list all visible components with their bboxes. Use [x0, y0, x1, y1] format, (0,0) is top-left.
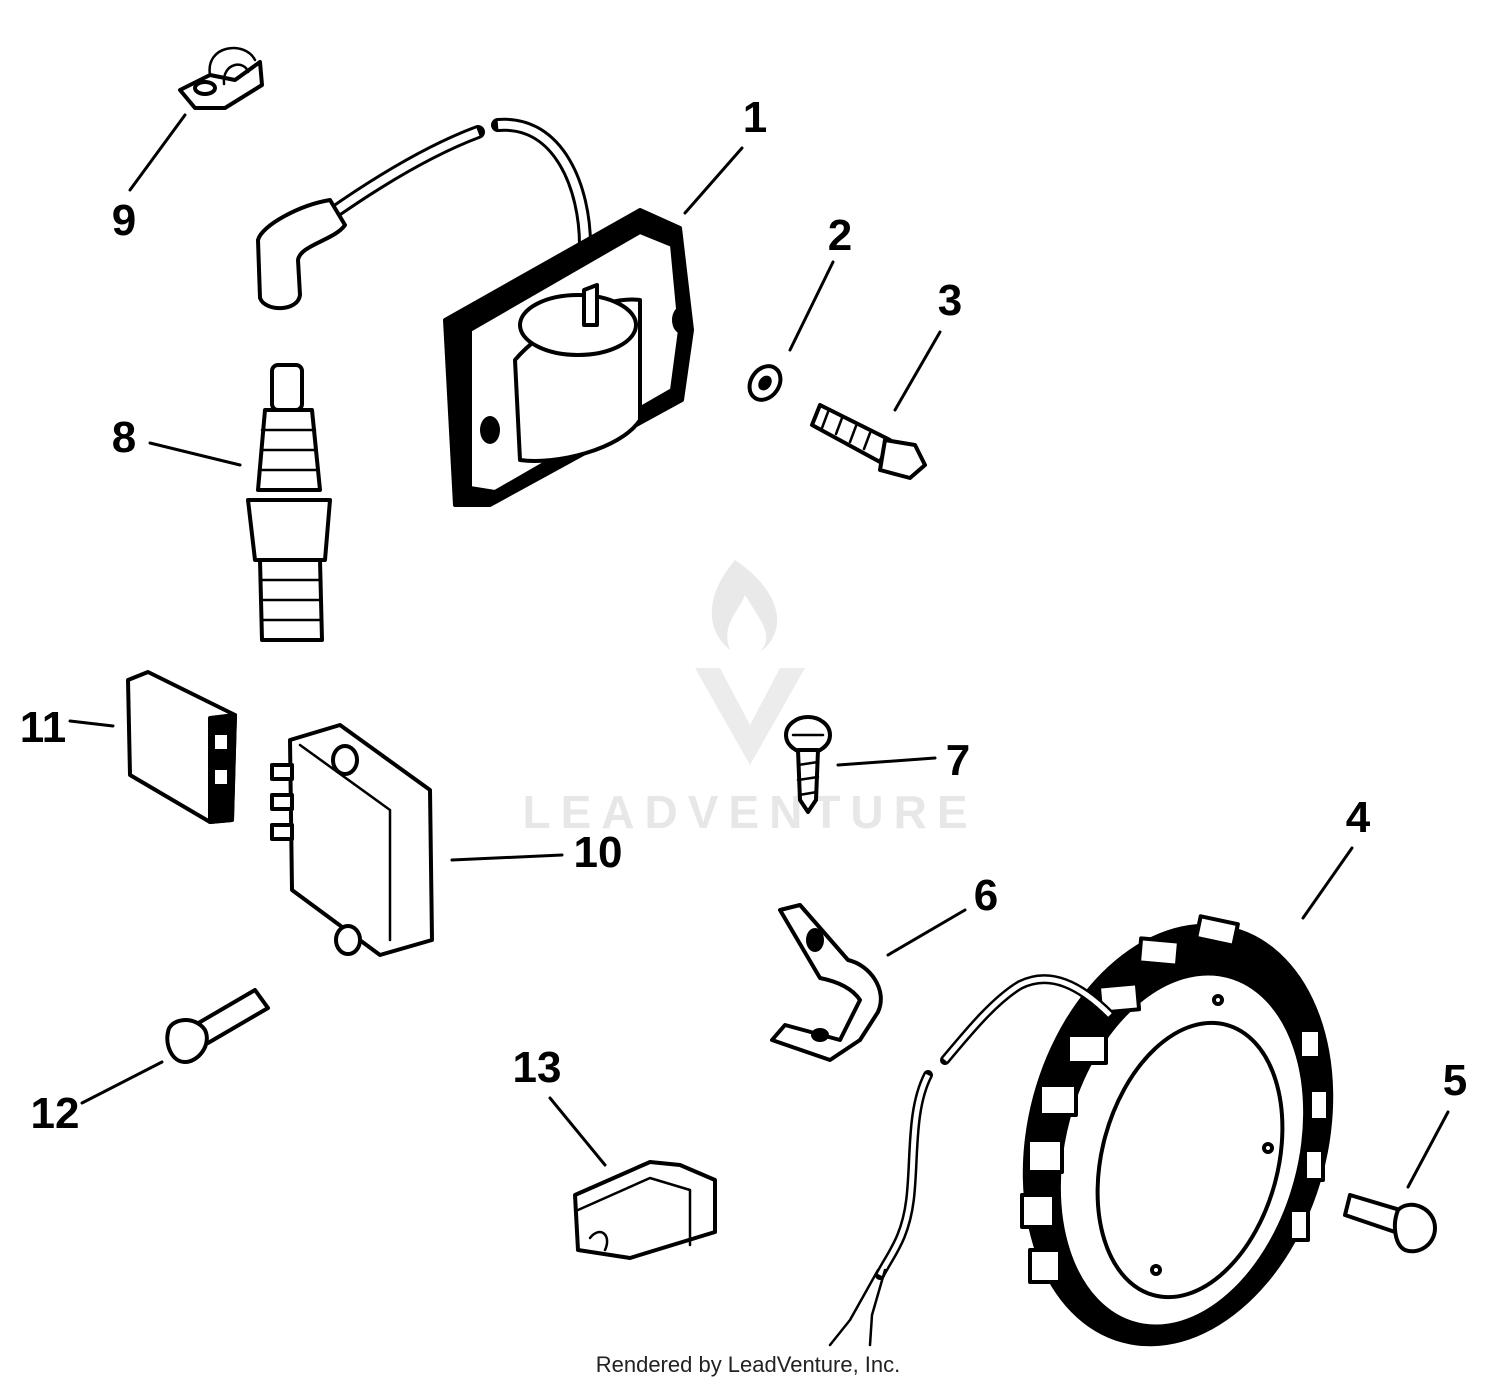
- callout-4: 4: [1346, 793, 1371, 842]
- part-11-small-block: [126, 670, 237, 824]
- callout-2: 2: [828, 211, 852, 260]
- part-13-connector: [573, 1160, 717, 1260]
- part-10-rectifier: [270, 723, 434, 957]
- callout-numbers: 1 2 3 4 5 6 7 8 9 10 11 12 13: [20, 93, 1468, 1138]
- part-12-bolt: [165, 988, 270, 1064]
- watermark-v-icon: [695, 668, 805, 765]
- callout-12: 12: [31, 1089, 80, 1138]
- callout-5: 5: [1443, 1056, 1467, 1105]
- callout-13: 13: [513, 1043, 562, 1092]
- part-4-stator: [828, 914, 1334, 1347]
- callout-7: 7: [946, 736, 970, 785]
- part-5-bolt: [1343, 1193, 1437, 1254]
- part-6-bracket-clip: [770, 903, 883, 1062]
- render-credit: Rendered by LeadVenture, Inc.: [596, 1352, 901, 1377]
- part-3-bolt: [810, 403, 927, 480]
- callout-9: 9: [112, 196, 136, 245]
- part-8-spark-plug: [246, 363, 332, 642]
- part-9-cable-clip: [178, 46, 264, 110]
- watermark-text: LEADVENTURE: [522, 786, 977, 838]
- stator-pole-teeth: [1020, 914, 1330, 1284]
- part-2-washer: [747, 364, 783, 402]
- callout-3: 3: [938, 276, 962, 325]
- callout-8: 8: [112, 413, 136, 462]
- watermark: LEADVENTURE: [522, 560, 977, 838]
- part-1-ignition-module: [256, 117, 694, 507]
- callout-11: 11: [20, 703, 67, 752]
- part-7-screw: [784, 715, 832, 814]
- callout-10: 10: [574, 828, 623, 877]
- callout-6: 6: [974, 871, 998, 920]
- callout-1: 1: [743, 93, 767, 142]
- leader-lines: [68, 113, 1450, 1189]
- watermark-flame-icon: [711, 560, 778, 652]
